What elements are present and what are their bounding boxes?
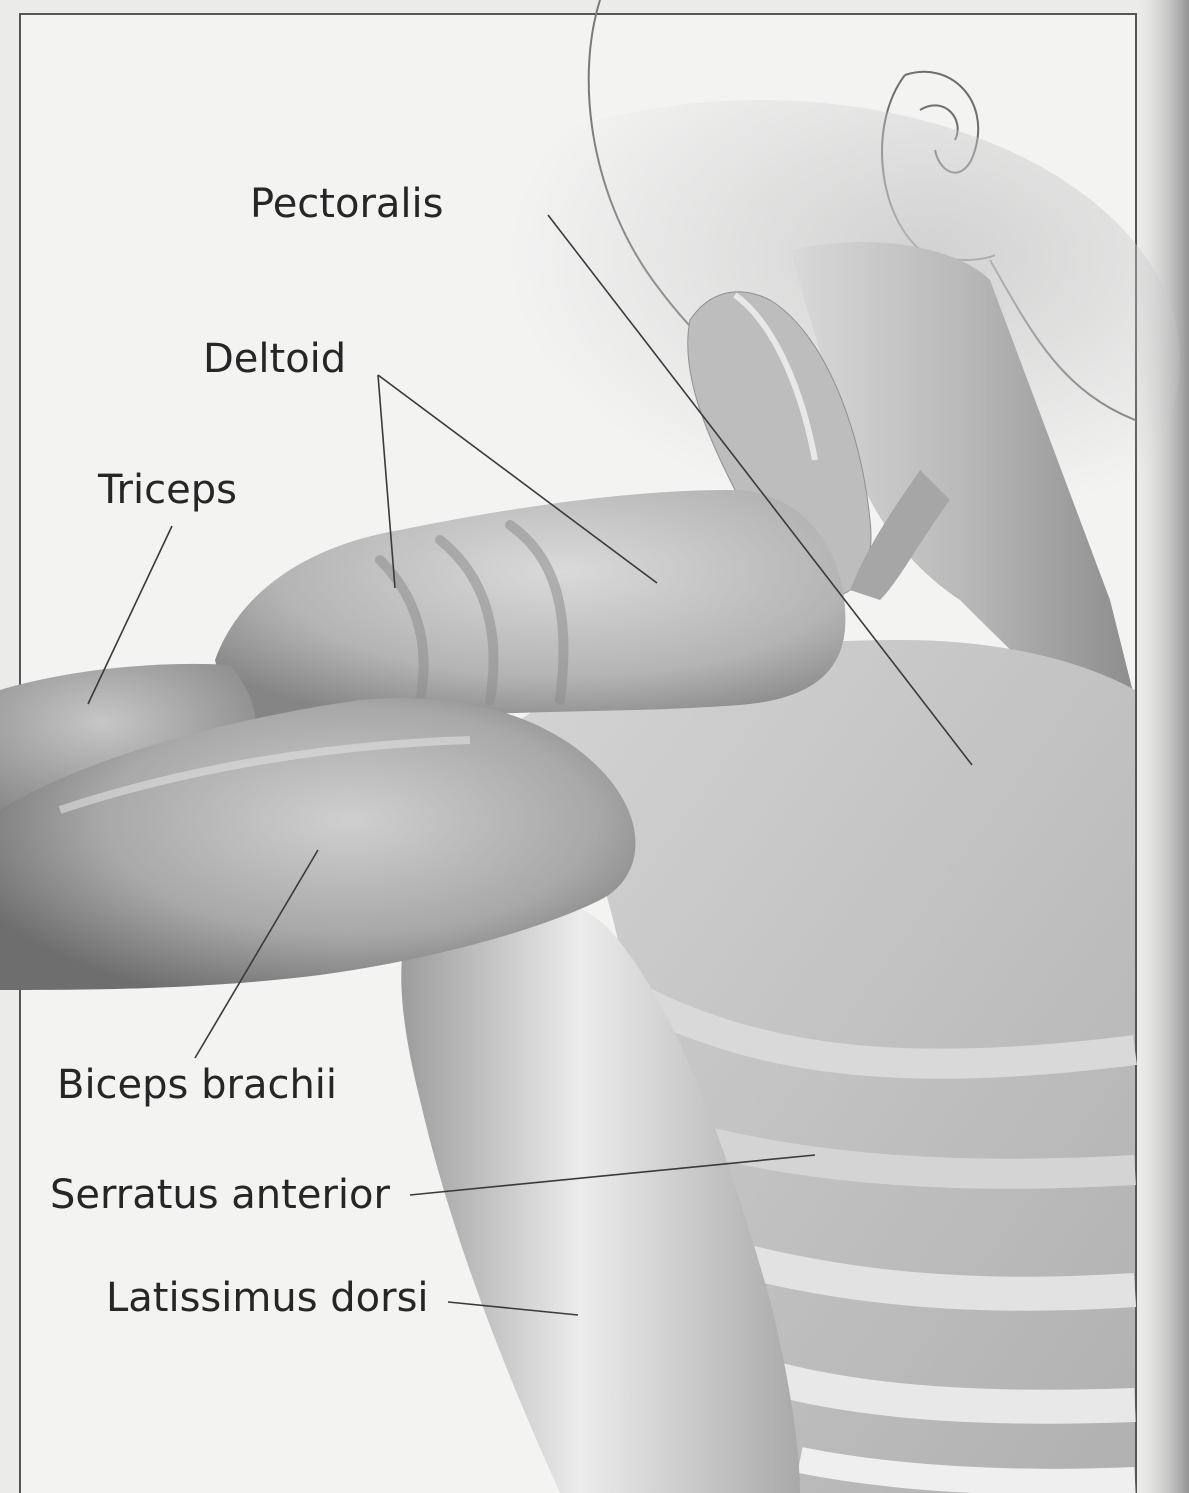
right-page-edge <box>1138 0 1189 1493</box>
label-biceps-brachii: Biceps brachii <box>57 1062 337 1108</box>
label-triceps: Triceps <box>97 467 237 513</box>
label-serratus-anterior: Serratus anterior <box>50 1172 390 1218</box>
label-pectoralis: Pectoralis <box>250 181 443 227</box>
label-deltoid: Deltoid <box>203 336 346 382</box>
label-latissimus-dorsi: Latissimus dorsi <box>106 1275 429 1321</box>
